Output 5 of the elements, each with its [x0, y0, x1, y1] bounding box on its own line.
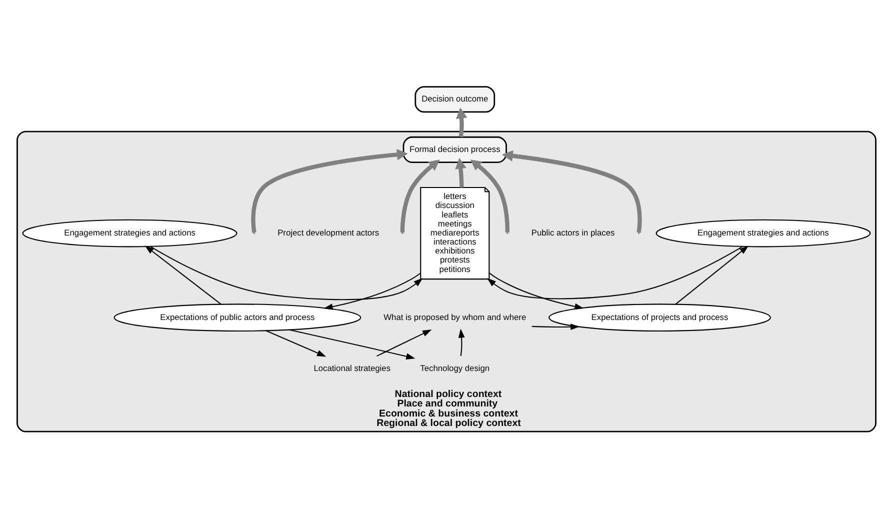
label: Public actors in places [531, 227, 615, 238]
node-text: What is proposed by whom and where [384, 312, 526, 322]
node-text: Technology design [420, 362, 490, 373]
node-text: Locational strategies [314, 362, 391, 373]
label: Project development actors [278, 227, 380, 238]
